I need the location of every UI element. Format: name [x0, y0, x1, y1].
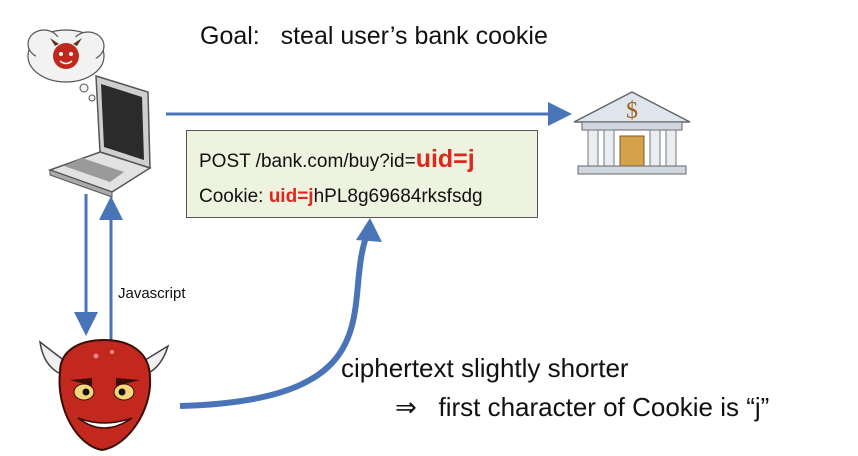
- javascript-label: Javascript: [118, 285, 186, 302]
- goal-text: Goal: steal user’s bank cookie: [200, 22, 548, 51]
- observe-arrow: [179, 230, 371, 409]
- post-url: POST /bank.com/buy?id=: [199, 151, 416, 172]
- dollar-sign: $: [626, 98, 638, 124]
- cookie-highlight: uid=j: [268, 186, 314, 207]
- observation-line2: ⇒ first character of Cookie is “j”: [395, 392, 769, 423]
- post-line: POST /bank.com/buy?id=uid=j: [199, 145, 475, 174]
- observe-arrowhead: [356, 218, 382, 242]
- thought-cloud-icon: [27, 29, 105, 102]
- post-highlight: uid=j: [415, 145, 475, 173]
- cookie-label: Cookie:: [199, 186, 269, 207]
- goal-description: steal user’s bank cookie: [280, 22, 548, 50]
- cookie-rest: hPL8g69684rksfsdg: [313, 186, 483, 207]
- cookie-line: Cookie: uid=jhPL8g69684rksfsdg: [199, 186, 483, 208]
- observation-conclusion: first character of Cookie is “j”: [438, 392, 770, 422]
- goal-prefix: Goal:: [200, 22, 260, 50]
- request-box: POST /bank.com/buy?id=uid=j Cookie: uid=…: [186, 130, 538, 218]
- bank-icon: $: [573, 91, 691, 175]
- laptop-icon: [47, 74, 152, 198]
- implies-symbol: ⇒: [395, 392, 417, 422]
- attacker-devil-icon: [38, 338, 170, 452]
- observation-line1: ciphertext slightly shorter: [341, 353, 629, 383]
